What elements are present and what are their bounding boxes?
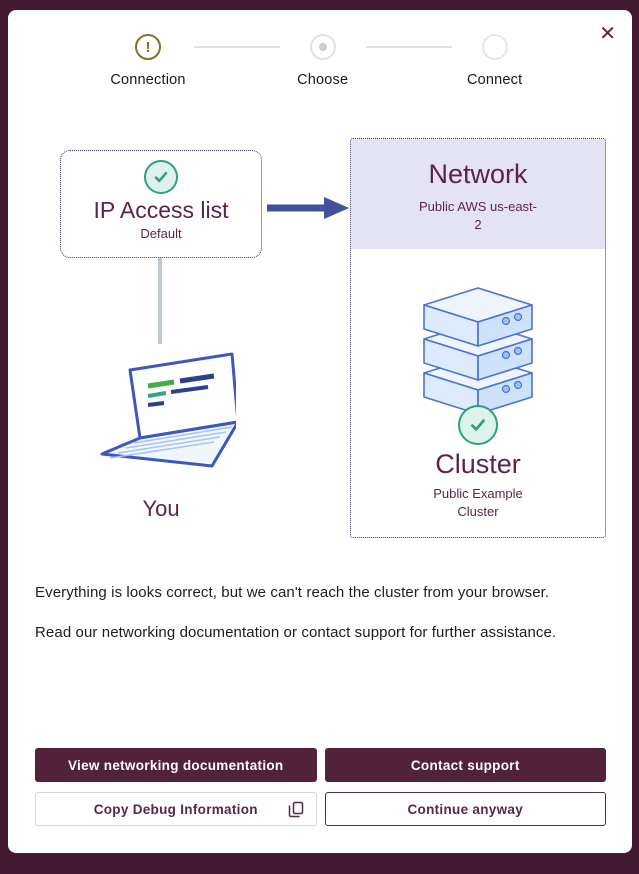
connection-troubleshoot-modal: ✕ ! Connection Choose Connect IP Access … bbox=[8, 10, 632, 853]
copy-debug-information-button[interactable]: Copy Debug Information bbox=[35, 792, 317, 826]
result-messages: Everything is looks correct, but we can'… bbox=[35, 584, 601, 664]
copy-icon bbox=[288, 801, 304, 821]
stepper: ! Connection Choose Connect bbox=[8, 34, 632, 88]
contact-support-button[interactable]: Contact support bbox=[324, 748, 606, 782]
step-label-connect: Connect bbox=[466, 72, 523, 88]
server-stack-illustration bbox=[411, 273, 545, 423]
upcoming-step-icon bbox=[481, 34, 508, 60]
check-icon bbox=[458, 405, 498, 446]
current-step-icon bbox=[309, 34, 336, 60]
step-label-connection: Connection bbox=[110, 72, 186, 88]
network-header: Network Public AWS us-east-2 bbox=[351, 139, 605, 250]
stepper-connector bbox=[365, 46, 452, 48]
network-cluster-panel: Network Public AWS us-east-2 bbox=[350, 138, 606, 538]
cluster-subtitle: Public Example Cluster bbox=[433, 486, 523, 519]
action-buttons: View networking documentation Contact su… bbox=[35, 748, 606, 826]
you-label: You bbox=[142, 496, 180, 521]
network-title: Network bbox=[428, 159, 528, 189]
ip-access-list-subtitle: Default bbox=[140, 226, 182, 241]
cluster-title: Cluster bbox=[435, 449, 521, 480]
ip-access-list-title: IP Access list bbox=[93, 197, 229, 223]
message-line-1: Everything is looks correct, but we can'… bbox=[35, 584, 550, 601]
network-subtitle: Public AWS us-east-2 bbox=[418, 199, 537, 232]
close-icon[interactable]: ✕ bbox=[599, 23, 616, 45]
message-line-2: Read our networking documentation or con… bbox=[35, 624, 557, 641]
vertical-connector-line bbox=[158, 258, 162, 344]
continue-anyway-button[interactable]: Continue anyway bbox=[324, 792, 606, 826]
ip-access-list-box: IP Access list Default bbox=[60, 150, 262, 258]
step-label-choose: Choose bbox=[297, 72, 349, 88]
step-connect[interactable]: Connect bbox=[460, 34, 530, 88]
warning-icon: ! bbox=[134, 34, 161, 60]
check-icon bbox=[144, 160, 178, 194]
step-connection[interactable]: ! Connection bbox=[110, 34, 185, 88]
laptop-illustration bbox=[86, 346, 240, 494]
view-networking-documentation-button[interactable]: View networking documentation bbox=[35, 748, 317, 782]
stepper-connector bbox=[193, 46, 280, 48]
arrow-right-icon bbox=[266, 196, 350, 225]
copy-debug-label: Copy Debug Information bbox=[93, 801, 258, 817]
step-choose[interactable]: Choose bbox=[288, 34, 358, 88]
